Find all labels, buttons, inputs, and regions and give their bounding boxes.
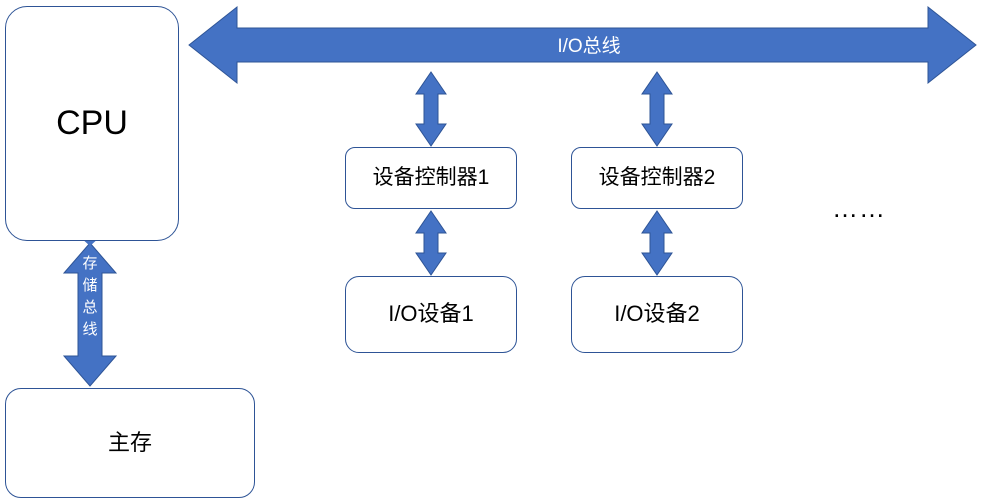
node-label-cpu: CPU (56, 103, 128, 142)
node-box-device-controller-1[interactable]: 设备控制器1 (345, 147, 517, 209)
node-label-device-controller-1: 设备控制器1 (372, 166, 490, 190)
connector-controller-2-to-device-2 (641, 210, 673, 276)
annotation-more-devices-ellipsis: …… (832, 193, 886, 223)
connector-bus-to-controller-1 (415, 71, 447, 147)
connector-bus-to-controller-2 (641, 71, 673, 147)
node-label-main-memory: 主存 (107, 429, 152, 455)
node-box-main-memory[interactable]: 主存 (5, 388, 255, 498)
connector-controller-1-to-device-1 (415, 210, 447, 276)
node-box-io-device-1[interactable]: I/O设备1 (345, 276, 517, 353)
node-label-io-device-2: I/O设备2 (614, 301, 700, 327)
node-box-cpu[interactable]: CPU (5, 6, 179, 241)
bus-arrow-memory-bus (62, 242, 118, 387)
bus-arrow-io-bus (188, 5, 977, 85)
node-box-io-device-2[interactable]: I/O设备2 (571, 276, 743, 353)
node-label-io-device-1: I/O设备1 (388, 301, 474, 327)
node-box-device-controller-2[interactable]: 设备控制器2 (571, 147, 743, 209)
bus-arrow-group (62, 5, 977, 387)
node-label-device-controller-2: 设备控制器2 (598, 166, 716, 190)
